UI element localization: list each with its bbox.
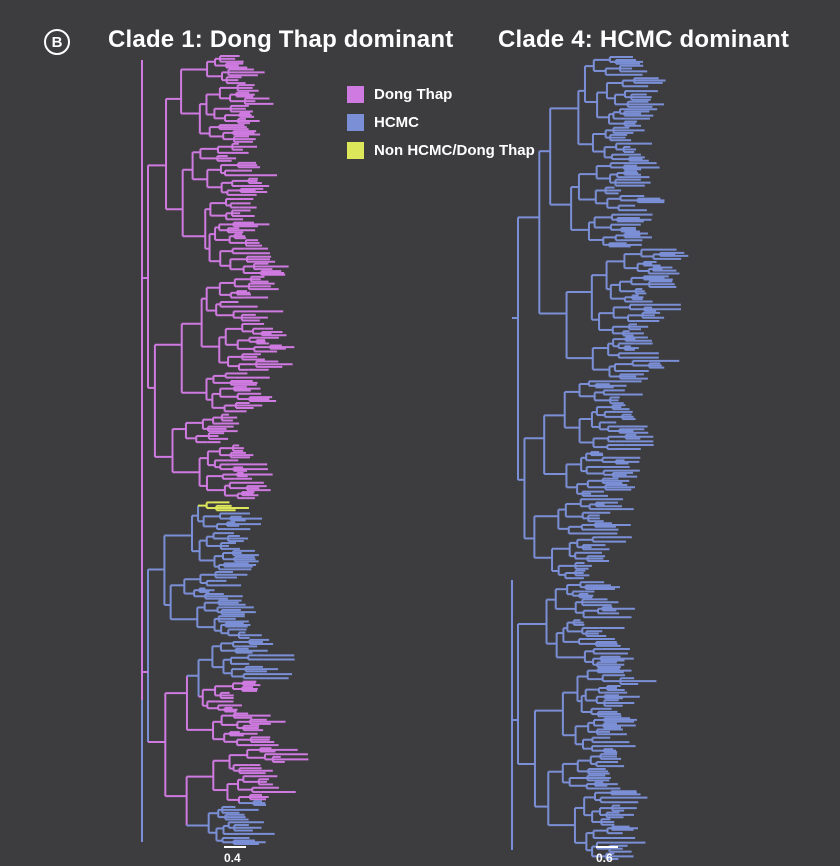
legend-swatch-dong-thap [347, 85, 364, 103]
panel-label-text: B [51, 33, 63, 51]
legend-label: Non HCMC/Dong Thap [374, 141, 535, 159]
legend-swatch-other [347, 141, 364, 159]
scale-bar-line [596, 846, 618, 848]
legend-swatch-hcmc [347, 113, 364, 131]
tree-clade-1 [141, 55, 309, 845]
scale-bar-right: 0.6 [596, 846, 618, 865]
left-tree-title: Clade 1: Dong Thap dominant [108, 26, 454, 53]
legend-label: HCMC [374, 113, 419, 131]
legend-item-hcmc: HCMC [347, 108, 535, 136]
scale-bar-line [224, 846, 246, 848]
scale-bar-value: 0.6 [596, 851, 613, 865]
scale-bar-value: 0.4 [224, 851, 241, 865]
right-tree-title: Clade 4: HCMC dominant [498, 26, 790, 53]
tree-clade-4 [511, 56, 689, 860]
legend-label: Dong Thap [374, 85, 453, 103]
scale-bar-left: 0.4 [224, 846, 246, 865]
panel-label-badge: B [44, 29, 70, 55]
legend: Dong Thap HCMC Non HCMC/Dong Thap [347, 80, 535, 164]
legend-item-other: Non HCMC/Dong Thap [347, 136, 535, 164]
legend-item-dong-thap: Dong Thap [347, 80, 535, 108]
